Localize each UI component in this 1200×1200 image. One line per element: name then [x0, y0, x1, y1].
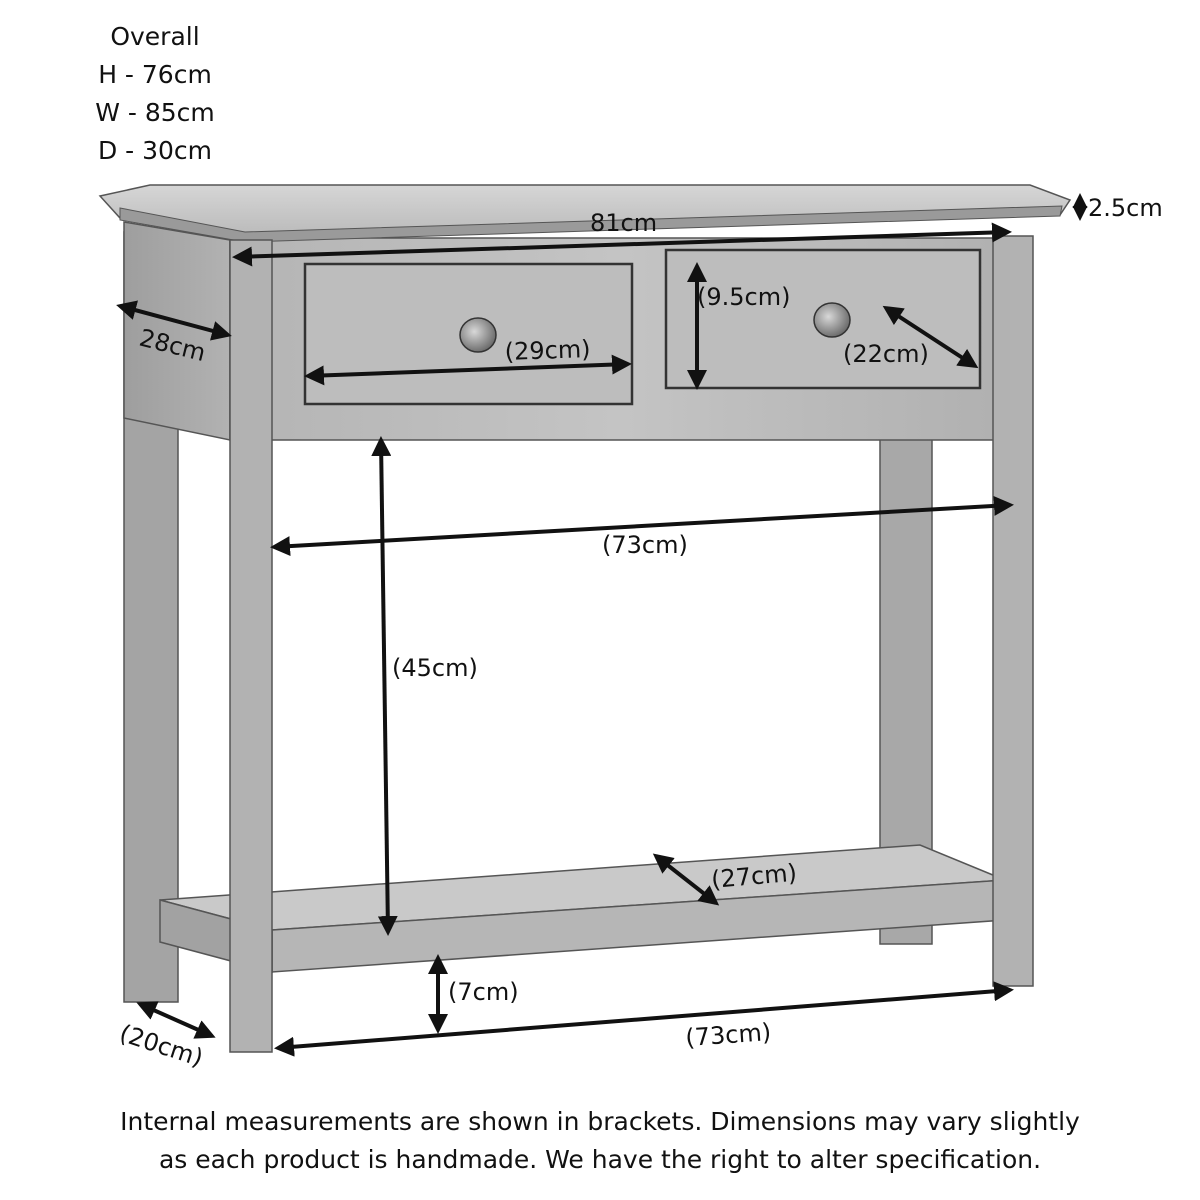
table-structure	[98, 184, 1072, 1053]
footnote-line-1: Internal measurements are shown in brack…	[120, 1107, 1080, 1136]
overall-heading: Overall	[110, 22, 200, 51]
arrow-drawer-width	[304, 354, 632, 386]
label-drawer-height: (9.5cm)	[697, 283, 790, 311]
arrow-drawer-depth	[882, 305, 979, 369]
footnote: Internal measurements are shown in brack…	[40, 1103, 1160, 1179]
label-inner-width-lower: (73cm)	[684, 1018, 772, 1052]
label-inner-width-upper: (73cm)	[602, 531, 688, 559]
arrow-leg-depth	[136, 1001, 216, 1039]
arrow-top-width	[232, 222, 1012, 267]
arrow-inner-width-lower	[274, 981, 1014, 1057]
right-drawer-knob-icon	[813, 302, 851, 338]
front-left-leg	[229, 239, 273, 1053]
footnote-line-2: as each product is handmade. We have the…	[158, 1145, 1042, 1174]
overall-depth: D - 30cm	[97, 136, 213, 165]
arrow-shelf-depth	[652, 853, 720, 906]
label-top-width: 81cm	[590, 209, 657, 237]
label-drawer-depth: (22cm)	[843, 340, 929, 368]
label-inner-height: (45cm)	[392, 654, 478, 682]
arrow-side-depth	[116, 300, 232, 341]
label-top-thickness: 2.5cm	[1088, 194, 1163, 222]
label-shelf-clearance: (7cm)	[448, 978, 519, 1006]
dimension-arrows	[116, 193, 1088, 1057]
left-drawer-knob-icon	[459, 317, 497, 353]
overall-height: H - 76cm	[98, 60, 212, 89]
arrow-inner-height	[371, 436, 398, 936]
overall-width: W - 85cm	[95, 98, 215, 127]
label-drawer-width: (29cm)	[504, 335, 591, 366]
overall-dimensions: Overall H - 76cm W - 85cm D - 30cm	[55, 18, 255, 170]
front-right-leg	[992, 235, 1034, 987]
